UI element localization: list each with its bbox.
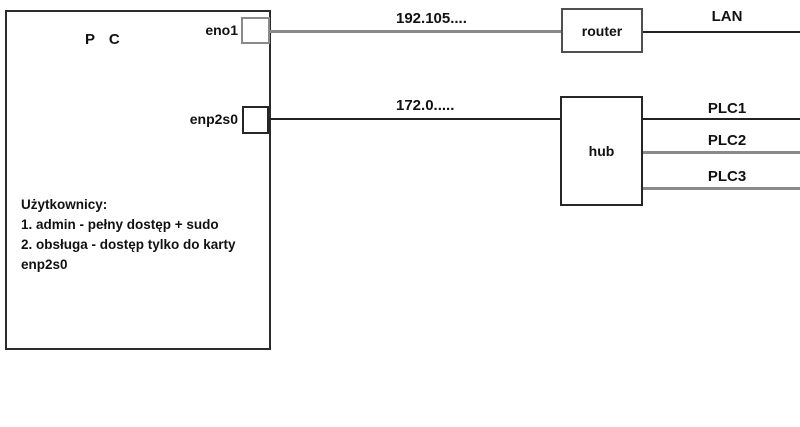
router-lan-connection-line [643,31,800,33]
users-heading: Użytkownicy: [21,197,108,212]
eno1-port-connector [241,17,270,44]
pc-node-box: P C Użytkownicy: 1. admin - pełny dostęp… [5,10,271,350]
plc1-endpoint-label: PLC1 [707,100,747,117]
router-node-box: router [561,8,643,53]
hub-plc1-connection-line [642,118,800,120]
eno1-port-label: eno1 [205,22,238,38]
pc-node-title: P C [85,31,125,48]
plc2-endpoint-label: PLC2 [707,132,747,149]
user-admin-line: 1. admin - pełny dostęp + sudo [21,217,219,232]
enp2s0-port-label: enp2s0 [189,111,238,127]
pc-users-note: Użytkownicy: 1. admin - pełny dostęp + s… [21,195,273,275]
router-node-label: router [581,22,623,39]
user-obsluga-line: 2. obsługa - dostęp tylko do karty [21,237,236,252]
lan-endpoint-label: LAN [711,8,743,25]
user-obsluga-line-continued: enp2s0 [21,257,68,272]
hub-plc3-connection-line [642,187,800,190]
hub-plc2-connection-line [642,151,800,154]
plc3-endpoint-label: PLC3 [707,168,747,185]
enp2s0-network-address-label: 172.0..... [396,97,455,114]
eno1-router-connection-line [269,30,561,33]
enp2s0-hub-connection-line [268,118,560,120]
hub-node-box: hub [560,96,643,206]
hub-node-label: hub [588,143,615,159]
eno1-network-address-label: 192.105.... [396,10,467,27]
enp2s0-port-connector [242,106,269,134]
